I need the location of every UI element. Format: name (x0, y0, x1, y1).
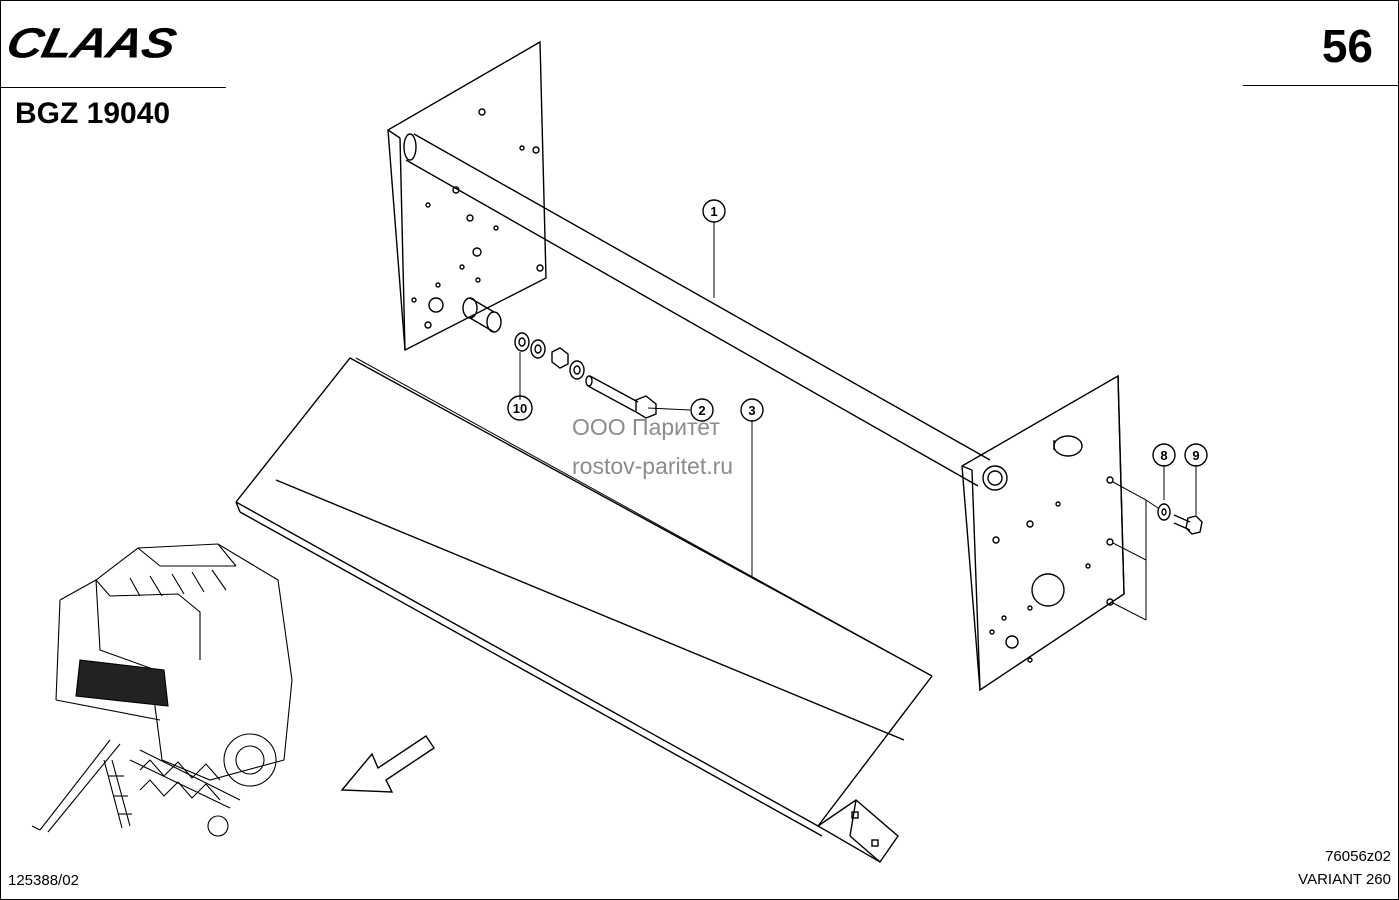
spacer-sleeve (462, 297, 502, 333)
bolt-9 (1173, 514, 1203, 535)
callout-1 (702, 199, 726, 223)
callout-10-label: 10 (513, 401, 527, 416)
page-number: 56 (1321, 20, 1373, 72)
watermark-url: rostov-paritet.ru (572, 453, 734, 479)
header-right-rule (1243, 85, 1399, 86)
direction-arrow (340, 735, 435, 793)
washer-8 (1157, 503, 1171, 521)
callout-8-label: 8 (1160, 448, 1167, 463)
callout-9 (1184, 443, 1208, 467)
left-side-plate (387, 40, 547, 352)
callout-2-label: 2 (698, 403, 705, 418)
callout-8 (1152, 443, 1176, 467)
callout-1-label: 1 (710, 204, 717, 219)
figure-code: 76056z02 (1325, 848, 1391, 865)
callout-3 (740, 398, 764, 422)
washer-stack (514, 332, 585, 380)
callout-3-label: 3 (748, 403, 755, 418)
drawing-reference: 125388/02 (8, 872, 79, 889)
hex-bolt (585, 375, 657, 419)
header-left-rule (0, 87, 226, 88)
right-side-plate (961, 374, 1125, 692)
deflector-sheet (235, 357, 933, 863)
callout-2 (690, 398, 714, 422)
watermark-company: ООО Паритет (572, 414, 720, 440)
baler-machine-sketch (31, 543, 293, 837)
callout-leaders (519, 222, 753, 578)
assembly-lines-right (1112, 465, 1197, 621)
cross-tube (403, 133, 1008, 491)
group-code: BGZ 19040 (15, 97, 171, 130)
callout-9-label: 9 (1192, 448, 1199, 463)
variant-label: VARIANT 260 (1298, 871, 1391, 888)
callout-10 (507, 395, 533, 421)
